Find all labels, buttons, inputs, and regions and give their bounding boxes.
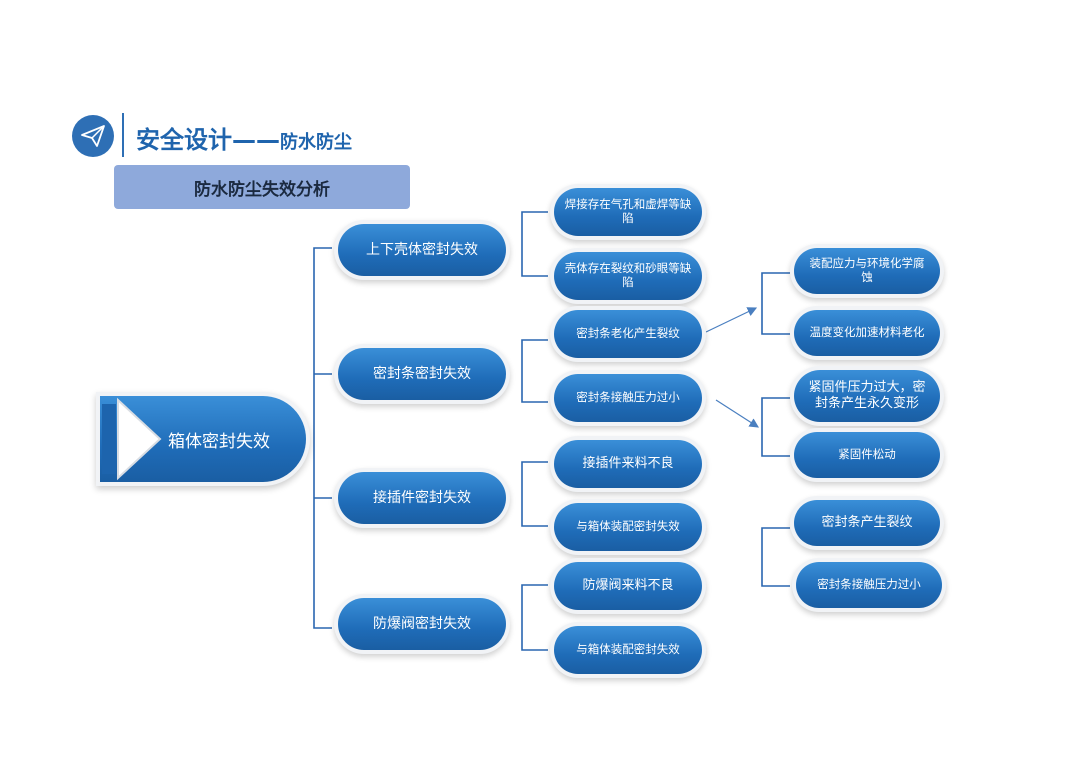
connector-branch-4 (521, 584, 548, 651)
paper-plane-icon (81, 125, 105, 147)
branch-node-2: 密封条密封失效 (338, 348, 506, 400)
root-cause-aging-1: 装配应力与环境化学腐蚀 (794, 248, 940, 294)
branch-node-4: 防爆阀密封失效 (338, 598, 506, 650)
root-cause-pressure-1: 紧固件压力过大，密封条产生永久变形 (794, 370, 940, 422)
arrow-pressure (715, 399, 760, 428)
connector-branch-2 (521, 339, 548, 403)
root-cause-aging-2: 温度变化加速材料老化 (794, 310, 940, 356)
cause-node-4-1: 防爆阀来料不良 (554, 562, 702, 610)
branch-node-3: 接插件密封失效 (338, 472, 506, 524)
logo-badge (72, 115, 114, 157)
cause-node-2-1: 密封条老化产生裂纹 (554, 310, 702, 358)
root-cause-separate-2: 密封条接触压力过小 (796, 562, 942, 608)
connector-branch-3 (521, 461, 548, 527)
branch-node-1: 上下壳体密封失效 (338, 224, 506, 276)
chevron-right-icon (117, 397, 162, 481)
cause-node-3-1: 接插件来料不良 (554, 440, 702, 488)
connector-branch-1 (521, 211, 548, 277)
root-cause-pressure-2: 紧固件松动 (794, 432, 940, 478)
cause-node-1-2: 壳体存在裂纹和砂眼等缺陷 (554, 252, 702, 300)
root-node-stub (102, 404, 116, 474)
section-banner: 防水防尘失效分析 (114, 165, 410, 209)
page-title-sub: 防水防尘 (280, 132, 352, 153)
connector-root-bracket (313, 247, 332, 629)
connector-cause-pressure (761, 397, 790, 457)
connector-cause-aging (761, 272, 790, 335)
arrow-aging (705, 307, 758, 333)
cause-node-1-1: 焊接存在气孔和虚焊等缺陷 (554, 188, 702, 236)
cause-node-3-2: 与箱体装配密封失效 (554, 503, 702, 551)
header-divider (122, 113, 124, 157)
page-title: 安全设计—— 防水防尘 (136, 120, 352, 154)
root-node-label: 箱体密封失效 (168, 431, 270, 452)
root-cause-separate-1: 密封条产生裂纹 (794, 500, 940, 546)
cause-node-2-2: 密封条接触压力过小 (554, 374, 702, 422)
root-node: 箱体密封失效 (100, 396, 306, 482)
connector-cause-separate (761, 527, 790, 587)
cause-node-4-2: 与箱体装配密封失效 (554, 626, 702, 674)
page-title-main: 安全设计—— (136, 126, 280, 154)
